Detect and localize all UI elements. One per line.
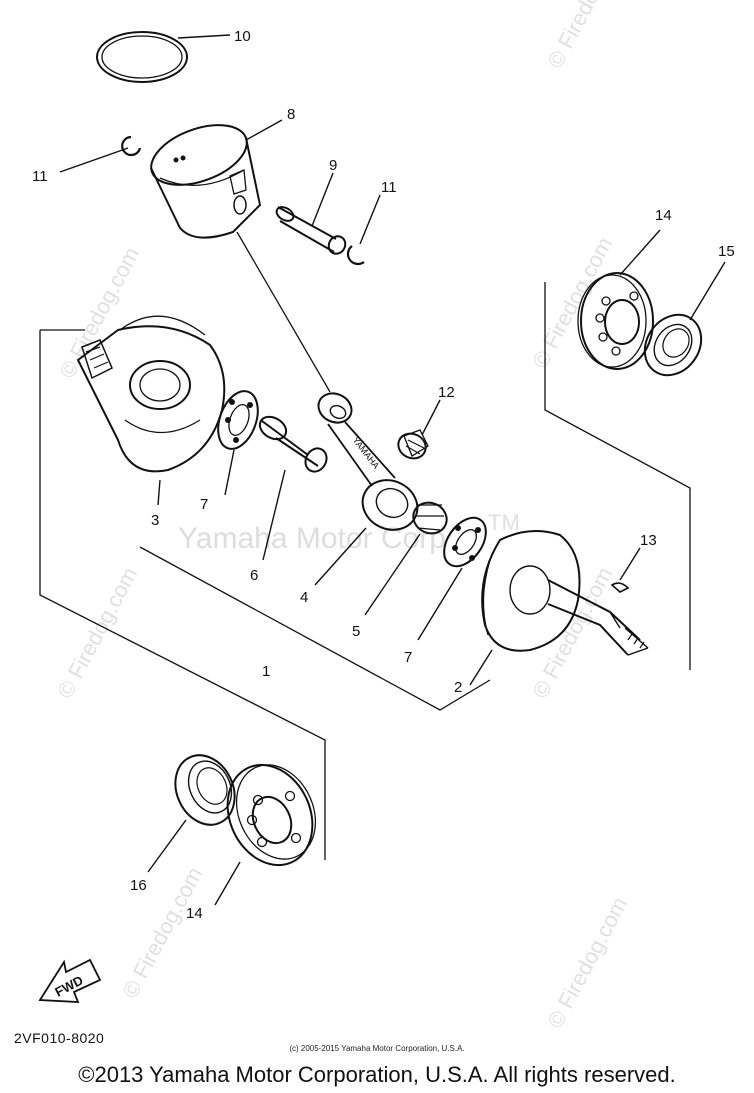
oil-seal-top-right bbox=[643, 261, 726, 377]
callout-7: 7 bbox=[404, 649, 412, 666]
watermark-tm: TM bbox=[488, 510, 520, 535]
circlip-left bbox=[59, 135, 142, 173]
fwd-arrow-icon: FWD bbox=[38, 958, 102, 1003]
big-end-bearing bbox=[364, 501, 448, 616]
callout-16: 16 bbox=[130, 877, 147, 894]
callout-13: 13 bbox=[640, 532, 657, 549]
bearing-bottom bbox=[214, 763, 317, 906]
oil-seal-bottom bbox=[147, 754, 236, 873]
crank-pin bbox=[258, 415, 328, 561]
copyright-notice: ©2013 Yamaha Motor Corporation, U.S.A. A… bbox=[78, 1062, 676, 1087]
watermark-site: © Firedog.com bbox=[527, 233, 617, 372]
piston-ring bbox=[96, 31, 231, 83]
diagram-part-code: 2VF010-8020 bbox=[14, 1030, 105, 1046]
callout-10: 10 bbox=[234, 28, 251, 45]
crank-wheel-right bbox=[469, 530, 649, 686]
callout-numbers: 10 8 11 9 11 14 15 12 13 3 7 6 4 5 1 7 2… bbox=[32, 28, 735, 922]
piston bbox=[150, 119, 283, 239]
small-end-bearing bbox=[397, 399, 441, 460]
callout-14: 14 bbox=[655, 207, 672, 224]
callout-5: 5 bbox=[352, 623, 360, 640]
callout-4: 4 bbox=[300, 589, 308, 606]
callout-1: 1 bbox=[262, 663, 270, 680]
watermark-site: © Firedog.com bbox=[52, 563, 142, 702]
watermark-site: © Firedog.com bbox=[542, 893, 632, 1032]
callout-14: 14 bbox=[186, 905, 203, 922]
watermark-main: Yamaha Motor Corp bbox=[178, 522, 446, 555]
watermark-site: © Firedog.com bbox=[527, 563, 617, 702]
callout-11: 11 bbox=[381, 179, 397, 196]
assembly-brackets bbox=[39, 282, 691, 860]
piston-pin bbox=[275, 172, 347, 255]
watermark-site: © Firedog.com bbox=[54, 243, 144, 382]
callout-7: 7 bbox=[200, 496, 208, 513]
watermark-site: © Firedog.com bbox=[542, 0, 632, 72]
connecting-rod: YAMAHA bbox=[314, 392, 419, 586]
callout-12: 12 bbox=[438, 384, 455, 401]
callout-3: 3 bbox=[151, 512, 159, 529]
thrust-washer-left bbox=[217, 390, 259, 496]
fwd-label: FWD bbox=[52, 973, 85, 1000]
callout-11: 11 bbox=[32, 168, 48, 185]
thrust-washer-right bbox=[417, 516, 487, 641]
circlip-right bbox=[346, 194, 381, 266]
callout-8: 8 bbox=[287, 106, 295, 123]
crank-wheel-left bbox=[76, 315, 226, 506]
callout-9: 9 bbox=[329, 157, 337, 174]
callout-6: 6 bbox=[250, 567, 258, 584]
small-copyright: (c) 2005-2015 Yamaha Motor Corporation, … bbox=[289, 1044, 465, 1053]
rod-marking: YAMAHA bbox=[350, 435, 381, 471]
callout-15: 15 bbox=[718, 243, 735, 260]
assembly-guide-line bbox=[236, 231, 331, 393]
callout-2: 2 bbox=[454, 679, 462, 696]
bearing-top-right bbox=[577, 229, 661, 370]
woodruff-key bbox=[610, 547, 641, 593]
